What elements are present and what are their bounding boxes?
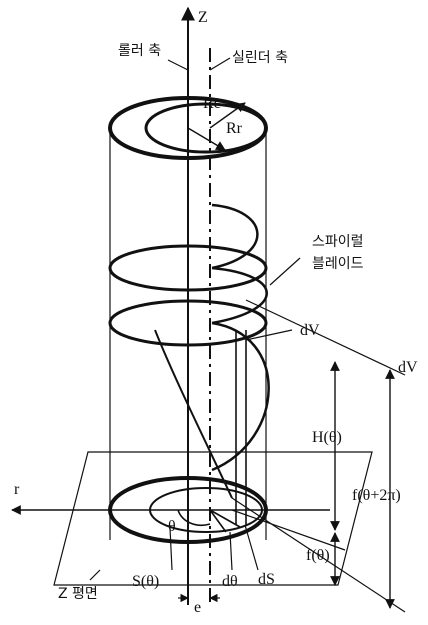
rr-label: Rr — [226, 120, 243, 137]
roller-axis-label: 롤러 축 — [118, 43, 161, 59]
dv-label-leader — [245, 329, 293, 341]
dv-upper-label: dV — [300, 322, 320, 339]
s-theta-label: S(θ) — [132, 573, 159, 590]
dv-lower-ref — [231, 497, 406, 613]
spiral-blade-4 — [154, 329, 233, 499]
d-theta-leader — [229, 531, 233, 571]
ds-label: dS — [258, 571, 275, 588]
rc-radius-arrow — [209, 102, 246, 129]
h-theta-label: H(θ) — [312, 429, 342, 446]
dv-upper-ref — [245, 299, 406, 376]
f-theta-2pi-label: f(θ+2π) — [352, 487, 401, 504]
d-theta-label: dθ — [222, 573, 238, 590]
rc-label: Rc — [203, 95, 221, 112]
spiral-blade-1 — [211, 203, 259, 270]
theta-label: θ — [168, 518, 176, 535]
base-ref — [231, 509, 346, 551]
roller-axis-pointer — [167, 59, 189, 71]
ds-leader — [244, 524, 259, 571]
rr-radius-arrow — [187, 127, 226, 151]
d-theta-wedge — [209, 509, 241, 533]
f-theta-label: f(θ) — [306, 547, 330, 564]
cylinder-axis-pointer — [209, 57, 231, 71]
z-plane — [53, 451, 373, 586]
z-plane-label: Z 평면 — [58, 586, 98, 602]
s-theta-leader — [169, 527, 173, 571]
z-plane-leader — [89, 569, 101, 581]
e-label: e — [194, 599, 201, 616]
spiral-blade-label-1: 스파이럴 — [312, 234, 364, 250]
dv-right-label: dV — [398, 359, 418, 376]
spiral-blade-3 — [211, 321, 270, 472]
spiral-label-leader — [269, 257, 301, 286]
cylinder-axis-label: 실린더 축 — [232, 50, 288, 66]
r-axis-label: r — [14, 481, 20, 498]
spiral-blade-2 — [211, 266, 268, 325]
theta-arc — [177, 509, 211, 526]
spiral-blade-label-2: 블레이드 — [312, 256, 364, 272]
z-axis-label: Z — [198, 9, 208, 26]
